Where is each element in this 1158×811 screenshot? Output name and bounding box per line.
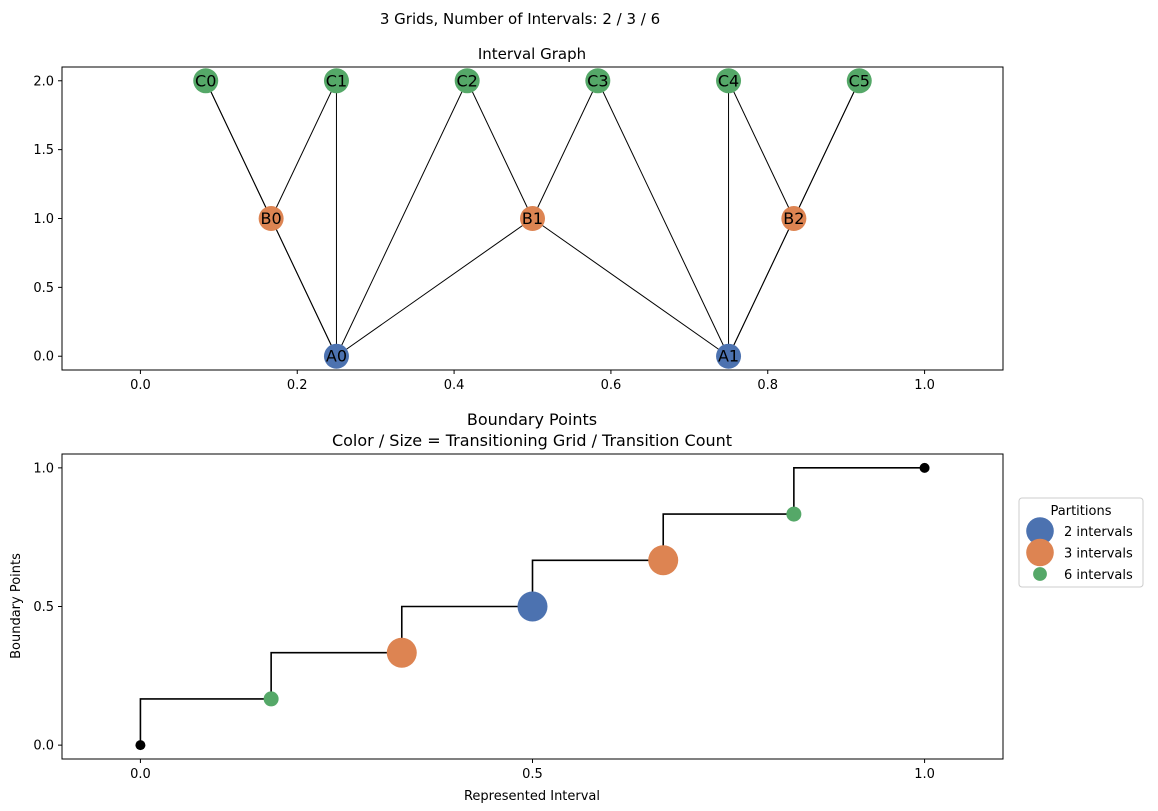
graph-node-C0 (193, 68, 219, 94)
boundary-points-axes: Boundary Points Color / Size = Transitio… (9, 410, 1144, 804)
legend-box (1018, 497, 1144, 588)
interval-graph-axes: Interval Graph A0 A1 B0 B1 B2 C0 C1 C2 C3 C4 C5 0.… (33, 45, 1004, 393)
x-tick-label: 0.2 (287, 378, 308, 393)
y-tick-label: 0.0 (33, 350, 54, 365)
x-axis-label: Represented Interval (464, 789, 600, 804)
y-tick-label: 1.0 (33, 461, 54, 476)
y-axis-label: Boundary Points (9, 553, 24, 659)
y-tick-label: 0.5 (33, 600, 54, 615)
y-tick-label: 0.5 (33, 281, 54, 296)
graph-edge-B1-C3 (532, 80, 599, 219)
x-tick-label: 1.0 (914, 378, 935, 393)
graph-node-C3 (585, 68, 611, 94)
graph-node-C4 (716, 68, 742, 94)
graph-node-C2 (454, 68, 480, 94)
graph-edge-B0-C0 (205, 80, 272, 219)
graph-node-C1 (323, 68, 349, 94)
x-tick-label: 0.0 (130, 767, 151, 782)
boundary-point (135, 740, 146, 751)
graph-node-label-C4: C4 (718, 71, 739, 90)
interval-graph-y-ticks: 0.0 0.5 1.0 1.5 2.0 (33, 74, 62, 365)
boundary-point (517, 591, 548, 622)
graph-edges (205, 80, 860, 357)
legend-items: 2 intervals 3 intervals 6 intervals (1026, 517, 1133, 583)
legend: Partitions 2 intervals 3 intervals 6 inter… (1018, 497, 1144, 588)
graph-node-B1 (520, 206, 545, 231)
y-tick-label: 1.5 (33, 143, 54, 158)
graph-node-label-C5: C5 (849, 71, 870, 90)
graph-node-label-A0: A0 (326, 347, 347, 366)
x-tick-label: 1.0 (914, 767, 935, 782)
boundary-points-y-ticks: 0.0 0.5 1.0 (33, 461, 62, 754)
graph-node-B2 (781, 206, 807, 231)
graph-edge-A1-B1 (532, 218, 729, 357)
legend-marker (1033, 567, 1047, 581)
graph-node-label-C2: C2 (456, 71, 477, 90)
graph-node-label-C3: C3 (587, 71, 608, 90)
interval-graph-title: Interval Graph (478, 45, 586, 63)
graph-edge-A0-B1 (336, 218, 533, 357)
y-tick-label: 0.0 (33, 739, 54, 754)
y-tick-label: 1.0 (33, 212, 54, 227)
graph-node-label-B1: B1 (522, 209, 543, 228)
graph-node-C5 (846, 68, 872, 94)
graph-edge-B2-C4 (728, 80, 795, 219)
boundary-points-subtitle: Color / Size = Transitioning Grid / Tran… (332, 431, 732, 450)
boundary-points-title: Boundary Points (467, 410, 597, 429)
graph-node-label-B0: B0 (261, 209, 282, 228)
graph-node-label-B2: B2 (783, 209, 804, 228)
legend-label: 6 intervals (1064, 568, 1133, 583)
legend-label: 3 intervals (1064, 547, 1133, 562)
x-tick-label: 0.5 (522, 767, 543, 782)
graph-node-A0 (323, 343, 349, 369)
boundary-point (919, 462, 930, 473)
graph-node-label-C1: C1 (326, 71, 347, 90)
x-tick-label: 0.4 (444, 378, 465, 393)
x-tick-label: 0.6 (601, 378, 622, 393)
boundary-points-x-ticks: 0.0 0.5 1.0 (130, 759, 935, 782)
graph-node-A1 (716, 343, 742, 369)
graph-nodes: A0 A1 B0 B1 B2 C0 C1 C2 C3 C4 C5 (193, 68, 872, 369)
graph-node-B0 (258, 206, 284, 231)
x-tick-label: 0.0 (130, 378, 151, 393)
figure-suptitle: 3 Grids, Number of Intervals: 2 / 3 / 6 (380, 10, 660, 28)
graph-node-label-C0: C0 (195, 71, 216, 90)
boundary-point (263, 691, 279, 707)
legend-marker (1026, 517, 1054, 545)
boundary-point (386, 637, 417, 668)
graph-edge-B2-C5 (793, 80, 860, 219)
boundary-point (648, 545, 679, 576)
x-tick-label: 0.8 (757, 378, 778, 393)
graph-edge-B1-C2 (466, 80, 533, 219)
interval-graph-x-ticks: 0.0 0.2 0.4 0.6 0.8 1.0 (130, 370, 935, 393)
boundary-point (786, 506, 802, 522)
legend-label: 2 intervals (1064, 525, 1133, 540)
graph-node-label-A1: A1 (718, 347, 739, 366)
legend-marker (1026, 538, 1054, 567)
boundary-points-markers (135, 462, 930, 751)
graph-edge-B0-C1 (270, 80, 337, 219)
graph-edge-A1-C3 (597, 80, 729, 357)
y-tick-label: 2.0 (33, 74, 54, 89)
graph-edge-A0-C2 (336, 80, 468, 357)
legend-title: Partitions (1051, 504, 1112, 519)
